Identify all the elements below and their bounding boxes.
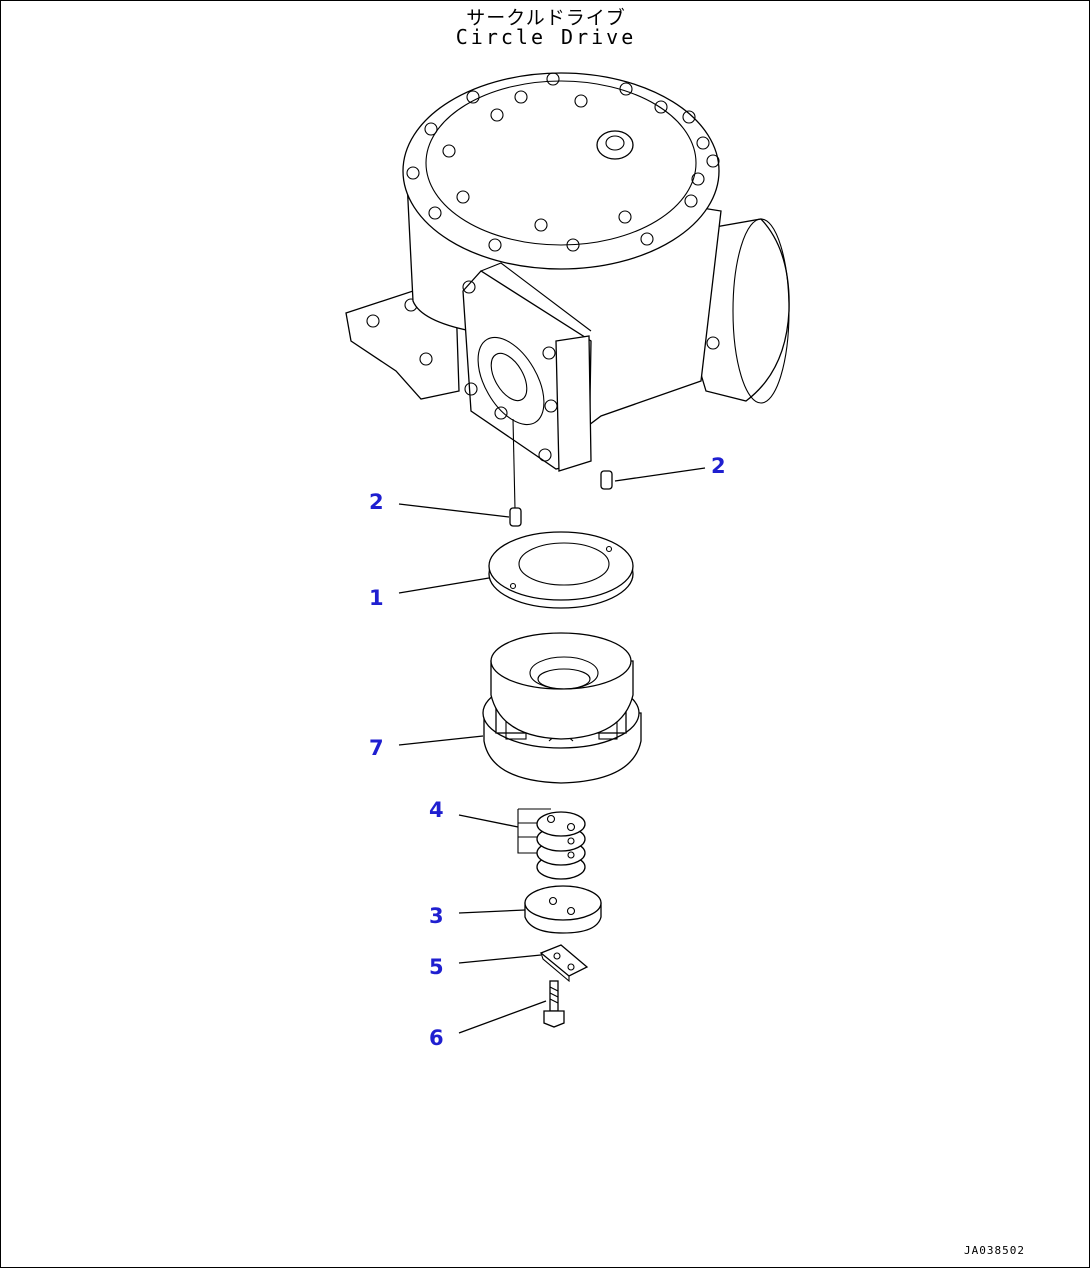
part-6-bolt [543, 980, 565, 1028]
callout-2-left: 2 [369, 490, 384, 514]
part-2-pin-right [600, 470, 613, 490]
drawing-code: JA038502 [964, 1244, 1025, 1257]
callout-2-right: 2 [711, 454, 726, 478]
circle-drive-housing [345, 72, 790, 510]
title-english: Circle Drive [455, 25, 637, 49]
callout-7: 7 [369, 736, 384, 760]
part-2-pin-left [509, 507, 522, 527]
callout-4: 4 [429, 798, 444, 822]
part-7-hub [482, 632, 642, 784]
callout-3: 3 [429, 904, 444, 928]
part-1-washer [488, 531, 634, 609]
title-japanese: サークルドライブ [466, 7, 626, 29]
callout-6: 6 [429, 1026, 444, 1050]
leader-lines [398, 467, 706, 1034]
callout-1: 1 [369, 586, 384, 610]
part-5-lock-plate [539, 944, 589, 983]
callout-5: 5 [429, 955, 444, 979]
part-4-shims [517, 808, 586, 880]
part-3-plate [524, 885, 602, 934]
